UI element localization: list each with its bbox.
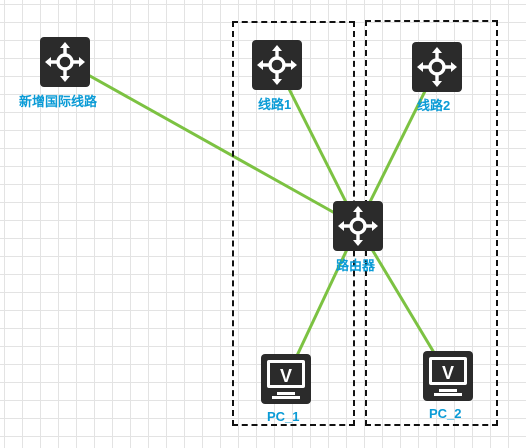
link-line1-router[interactable] [275, 64, 360, 227]
node-pc2[interactable]: V [423, 351, 473, 401]
node-pc1[interactable]: V [261, 354, 311, 404]
router-icon [333, 201, 383, 251]
router-icon [412, 42, 462, 92]
label-intl-line: 新增国际线路 [19, 94, 98, 109]
label-line1: 线路1 [258, 97, 292, 112]
screen-glyph: V [442, 363, 454, 383]
link-line2-router[interactable] [356, 66, 439, 227]
monitor-icon: V [261, 354, 311, 404]
link-router-pc1[interactable] [284, 225, 360, 380]
label-line2: 线路2 [417, 98, 451, 113]
label-pc1: PC_1 [267, 409, 300, 424]
router-icon [40, 37, 90, 87]
link-intl_line-router[interactable] [64, 60, 359, 228]
label-router: 路由器 [336, 258, 376, 273]
node-intl-line[interactable] [40, 37, 90, 87]
screen-glyph: V [280, 366, 292, 386]
label-pc2: PC_2 [429, 406, 462, 421]
node-line1[interactable] [252, 40, 302, 90]
router-icon [252, 40, 302, 90]
node-line2[interactable] [412, 42, 462, 92]
monitor-icon: V [423, 351, 473, 401]
node-router[interactable] [333, 201, 383, 251]
